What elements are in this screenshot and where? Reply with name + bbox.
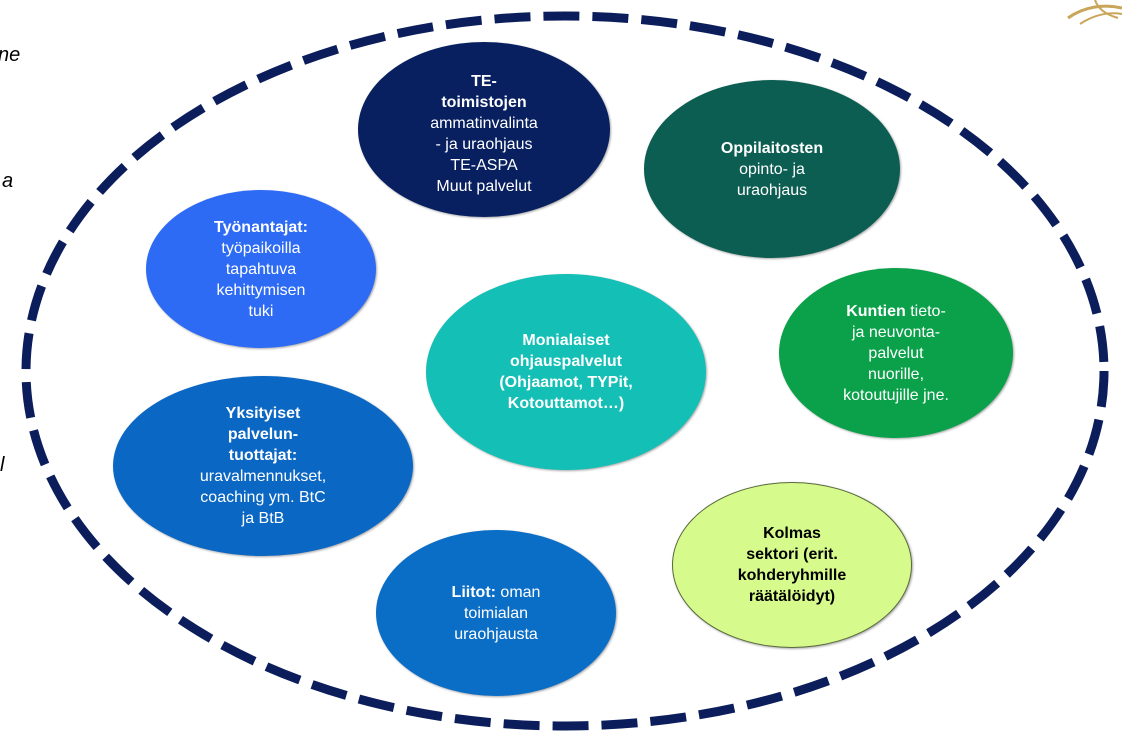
liitot-title: Liitot: <box>451 583 496 601</box>
bubble-te-toimistot: TE- toimistojen ammatinvalinta - ja urao… <box>358 42 610 217</box>
cropped-side-text-3: l <box>0 454 5 476</box>
tyonantajat-body-line-2: tapahtuva <box>225 260 297 278</box>
te-title-line-1: TE- <box>471 72 497 90</box>
bubble-tyonantajat: Työnantajat: työpaikoilla tapahtuva kehi… <box>146 190 376 348</box>
kuntien-first-line: Kuntien tieto- <box>846 301 946 322</box>
yksityiset-title-line-1: Yksityiset <box>225 405 301 422</box>
tyonantajat-body-line-4: tuki <box>248 302 274 320</box>
bubble-monialaiset: Monialaiset ohjauspalvelut (Ohjaamot, TY… <box>426 274 706 470</box>
monialaiset-line-1: Monialaiset <box>522 332 610 349</box>
corner-logo-icon <box>1067 0 1122 25</box>
tyonantajat-title: Työnantajat: <box>214 218 308 236</box>
yksityiset-title-line-3: tuottajat: <box>228 447 298 464</box>
kuntien-body-line-1: ja neuvonta- <box>851 323 941 341</box>
kolmas-line-1: Kolmas <box>763 525 821 542</box>
bubble-yksityiset: Yksityiset palvelun- tuottajat: uravalme… <box>113 376 413 556</box>
liitot-first-line: Liitot: oman <box>452 582 541 603</box>
monialaiset-line-4: Kotouttamot…) <box>507 395 625 412</box>
te-body-line-1: ammatinvalinta <box>430 114 538 132</box>
tyonantajat-body-line-1: työpaikoilla <box>221 239 301 257</box>
liitot-title-rest: oman <box>495 583 541 601</box>
dashed-outer-ellipse <box>21 11 1109 731</box>
tyonantajat-body-line-3: kehittymisen <box>216 281 306 299</box>
kuntien-body-line-3: nuorille, <box>867 365 925 383</box>
te-body-line-2: - ja uraohjaus <box>435 135 533 153</box>
kuntien-body-line-2: palvelut <box>868 344 924 362</box>
bubble-kolmas-sektori: Kolmas sektori (erit. kohderyhmille räät… <box>672 482 912 648</box>
cropped-side-text-1: ne <box>0 44 21 66</box>
oppilaitos-body-line-2: uraohjaus <box>736 181 808 199</box>
kolmas-line-3: kohderyhmille <box>737 567 847 584</box>
yksityiset-body-line-3: ja BtB <box>241 510 285 527</box>
bubble-liitot: Liitot: oman toimialan uraohjausta <box>376 530 616 696</box>
monialaiset-line-3: (Ohjaamot, TYPit, <box>499 374 633 391</box>
oppilaitos-body-line-1: opinto- ja <box>739 160 805 178</box>
yksityiset-body-line-1: uravalmennukset, <box>199 468 327 485</box>
te-body-line-4: Muut palvelut <box>436 177 532 195</box>
te-body-line-3: TE-ASPA <box>450 156 518 174</box>
liitot-body-line-2: uraohjausta <box>454 625 538 643</box>
oppilaitos-title: Oppilaitosten <box>720 139 824 157</box>
kolmas-line-2: sektori (erit. <box>746 546 838 563</box>
yksityiset-title-line-2: palvelun- <box>227 426 299 443</box>
kuntien-body-line-4: kotoutujille jne. <box>843 386 949 404</box>
bubble-oppilaitokset: Oppilaitosten opinto- ja uraohjaus <box>644 80 900 258</box>
kuntien-title: Kuntien <box>846 302 906 320</box>
kuntien-title-rest: tieto- <box>905 302 946 320</box>
bubble-kuntien: Kuntien tieto- ja neuvonta- palvelut nuo… <box>779 268 1013 438</box>
kolmas-line-4: räätälöidyt) <box>748 588 836 605</box>
yksityiset-body-line-2: coaching ym. BtC <box>200 489 326 506</box>
monialaiset-line-2: ohjauspalvelut <box>509 353 623 370</box>
liitot-body-line-1: toimialan <box>463 604 529 622</box>
cropped-side-text-2: a <box>2 170 14 192</box>
te-title-line-2: toimistojen <box>441 93 527 111</box>
